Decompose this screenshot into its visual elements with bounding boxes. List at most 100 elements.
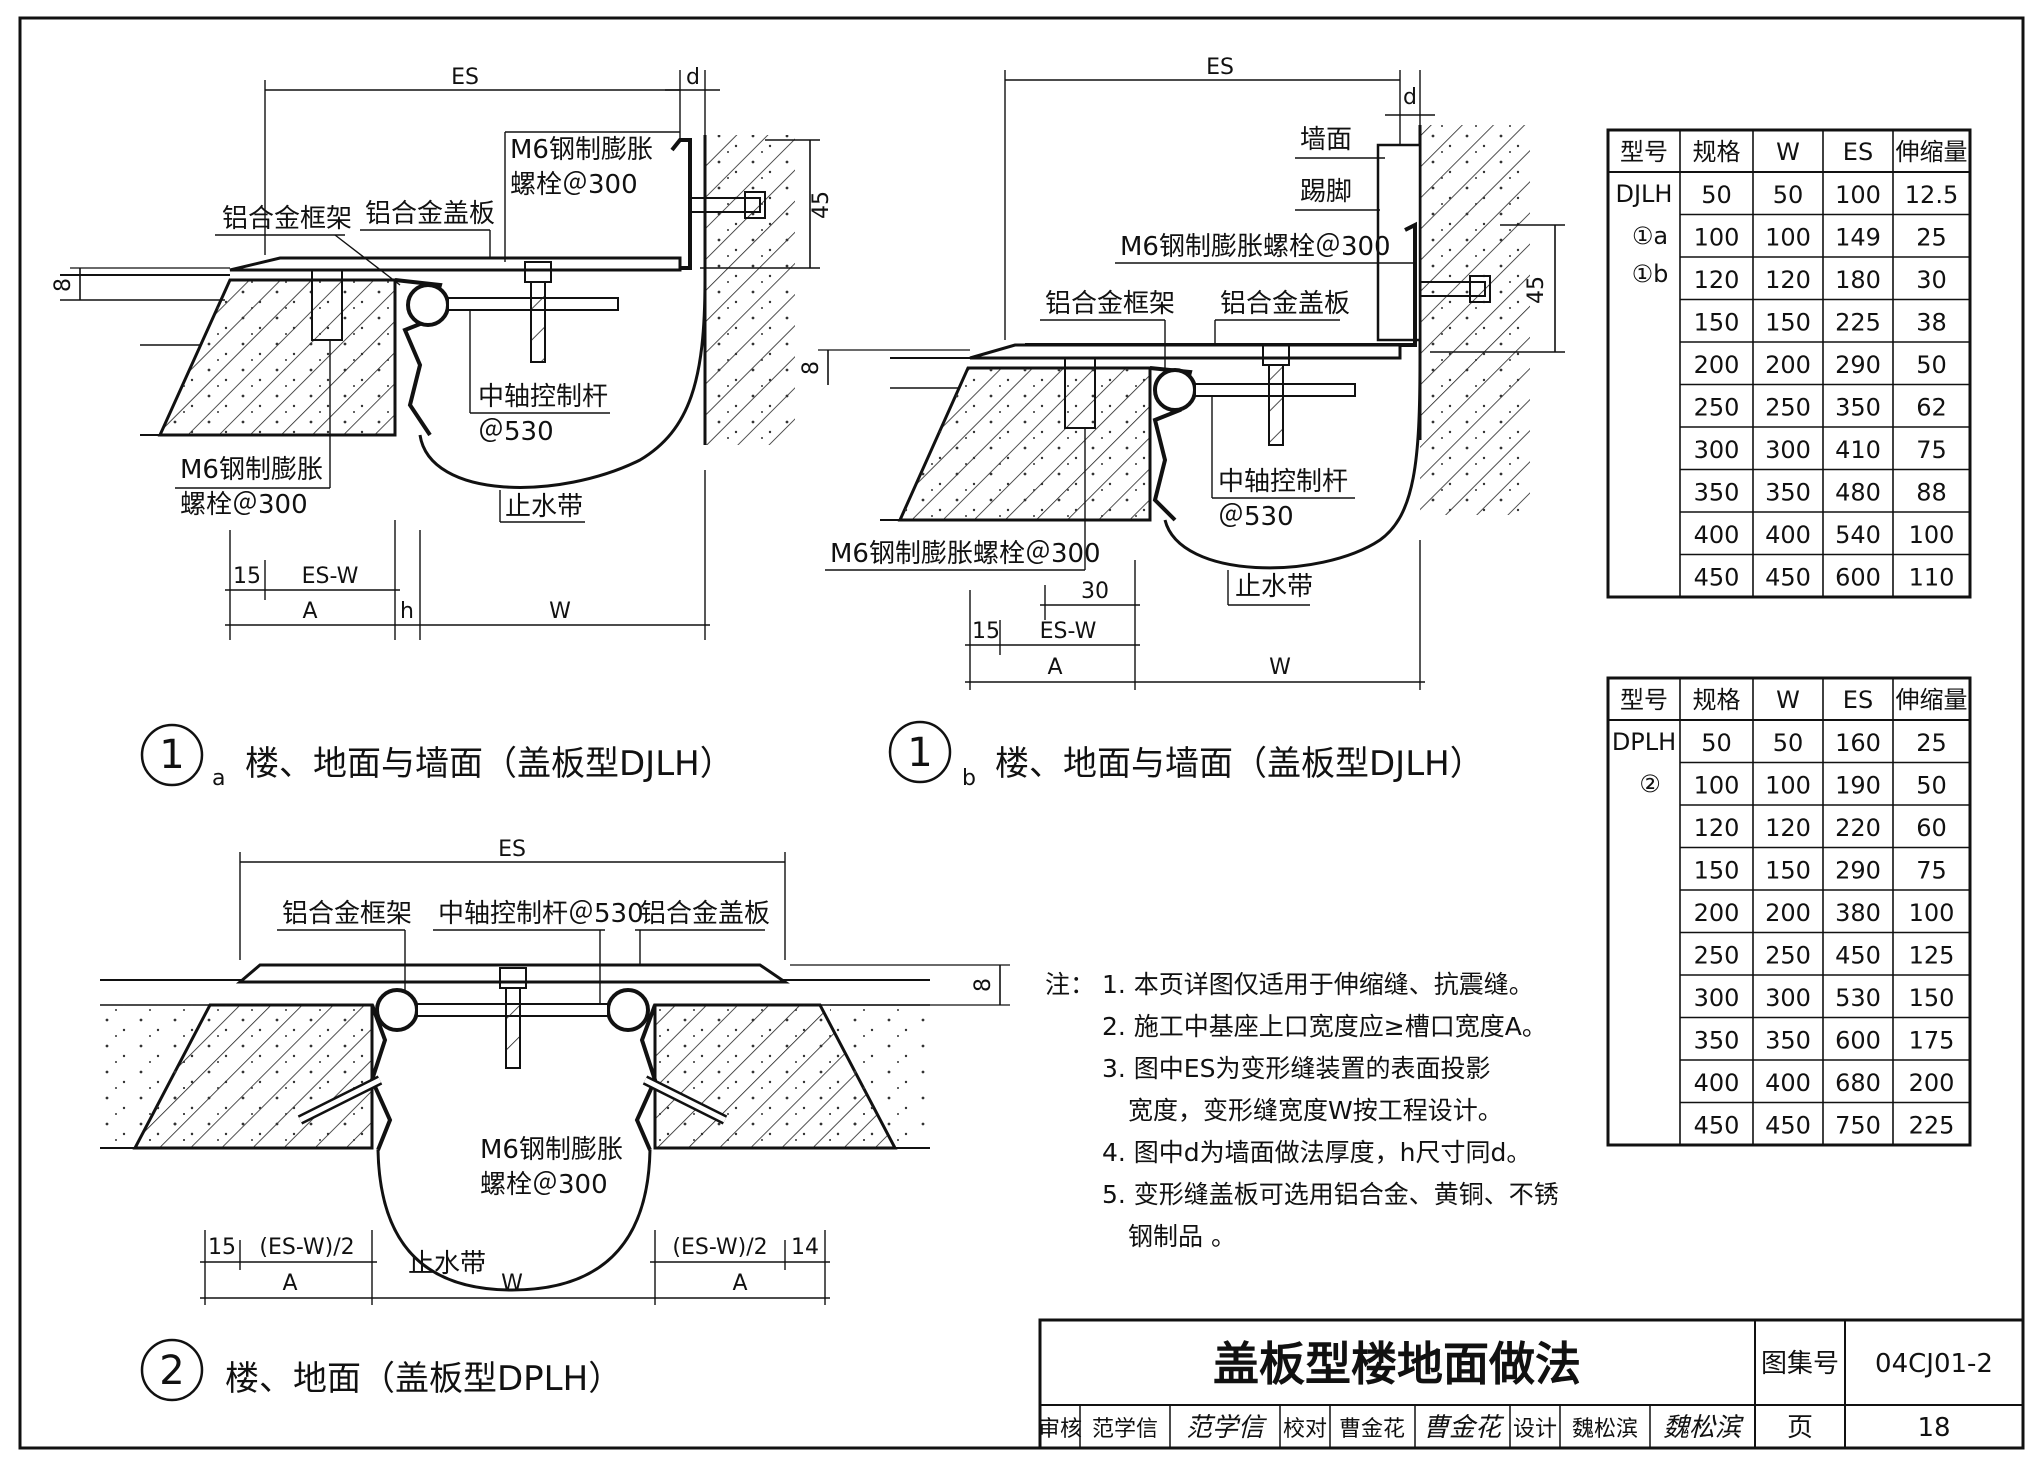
dim-30-1b: 30 bbox=[1081, 579, 1109, 604]
dim-es-1b: ES bbox=[1206, 55, 1234, 80]
caption-text-1b: 楼、地面与墙面（盖板型DJLH） bbox=[995, 744, 1484, 784]
table-header-cell: 型号 bbox=[1620, 686, 1668, 714]
table-cell: 350 bbox=[1694, 479, 1740, 507]
dim-a-1b: A bbox=[1047, 655, 1062, 680]
dim-a-1a: A bbox=[302, 599, 317, 624]
atlas-number: 04CJ01-2 bbox=[1875, 1349, 1993, 1379]
label-bolt-top-1a: M6钢制膨胀 bbox=[510, 135, 653, 165]
table-cell: 250 bbox=[1694, 942, 1740, 970]
table-cell: 180 bbox=[1835, 266, 1881, 294]
table-header-cell: 伸缩量 bbox=[1896, 686, 1968, 714]
label-bolt-bottom-1b: M6钢制膨胀螺栓＠300 bbox=[830, 539, 1101, 569]
table-cell: 110 bbox=[1909, 564, 1955, 592]
table-ref: ①b bbox=[1632, 260, 1669, 288]
table-cell: 400 bbox=[1765, 521, 1811, 549]
table-cell: 200 bbox=[1765, 899, 1811, 927]
label-frame-1a: 铝合金框架 bbox=[222, 204, 352, 234]
table-cell: 150 bbox=[1694, 857, 1740, 885]
dim-w-1b: W bbox=[1269, 655, 1291, 680]
table-cell: 350 bbox=[1765, 479, 1811, 507]
caption-text-2: 楼、地面（盖板型DPLH） bbox=[225, 1359, 622, 1399]
table-cell: 480 bbox=[1835, 479, 1881, 507]
caption-sub-1b: b bbox=[962, 766, 976, 791]
table-cell: 350 bbox=[1765, 1027, 1811, 1055]
label-rod-1b: 中轴控制杆 bbox=[1218, 467, 1348, 497]
dim-half-left-2: (ES-W)/2 bbox=[259, 1235, 354, 1260]
caption-num-1b: 1 bbox=[907, 730, 932, 776]
dim-es-w-1a: ES-W bbox=[302, 564, 359, 589]
note-line: 2. 施工中基座上口宽度应≥槽口宽度A。 bbox=[1102, 1012, 1547, 1041]
dim-15-1a: 15 bbox=[233, 564, 261, 589]
table-cell: 38 bbox=[1916, 309, 1947, 337]
table-cell: 200 bbox=[1694, 351, 1740, 379]
table-cell: 410 bbox=[1835, 436, 1881, 464]
table-cell: 250 bbox=[1765, 942, 1811, 970]
table-cell: 250 bbox=[1765, 394, 1811, 422]
detail-2: ES 8 15 (ES-W)/2 (ES-W)/2 14 A W A 铝合金框架… bbox=[100, 837, 1010, 1402]
label-frame-1b: 铝合金框架 bbox=[1045, 289, 1175, 319]
table-cell: 220 bbox=[1835, 814, 1881, 842]
table-cell: 12.5 bbox=[1905, 181, 1958, 209]
table-cell: 50 bbox=[1701, 181, 1732, 209]
label-waterstop-1a: 止水带 bbox=[505, 492, 583, 522]
table-cell: 600 bbox=[1835, 564, 1881, 592]
note-line: 钢制品 。 bbox=[1128, 1222, 1236, 1251]
label-waterstop-2: 止水带 bbox=[408, 1249, 486, 1279]
dim-d-1a: d bbox=[686, 65, 700, 90]
label-bolt-2-line2: 螺栓＠300 bbox=[480, 1170, 608, 1200]
label-bolt-bottom-1a-2: 螺栓＠300 bbox=[180, 490, 308, 520]
table-cell: 175 bbox=[1909, 1027, 1955, 1055]
dim-es-1a: ES bbox=[451, 65, 479, 90]
dim-es-2: ES bbox=[498, 837, 526, 862]
table-cell: 62 bbox=[1916, 394, 1947, 422]
table-cell: 250 bbox=[1694, 394, 1740, 422]
wall-bolt-1a bbox=[689, 197, 761, 213]
table-model: DJLH bbox=[1616, 180, 1673, 208]
table-cell: 60 bbox=[1916, 814, 1947, 842]
review-label: 审核 bbox=[1038, 1417, 1082, 1442]
table-header-cell: 规格 bbox=[1693, 686, 1741, 714]
sheet-border bbox=[18, 16, 2025, 1450]
dim-8-1b: 8 bbox=[799, 361, 824, 375]
table-cell: 540 bbox=[1835, 521, 1881, 549]
waterstop-2 bbox=[376, 1149, 652, 1292]
label-bolt-top-1b: M6钢制膨胀螺栓＠300 bbox=[1120, 232, 1391, 262]
label-bolt-top-1a-2: 螺栓＠300 bbox=[510, 170, 638, 200]
table-cell: 150 bbox=[1765, 857, 1811, 885]
notes-prefix: 注： bbox=[1045, 970, 1095, 999]
table-cell: 400 bbox=[1694, 521, 1740, 549]
check-label: 校对 bbox=[1283, 1417, 1327, 1442]
checker-name: 曹金花 bbox=[1339, 1417, 1405, 1442]
table-cell: 150 bbox=[1909, 984, 1955, 1012]
table-header-cell: W bbox=[1776, 138, 1800, 166]
table-cell: 100 bbox=[1909, 899, 1955, 927]
waterstop-1b bbox=[1163, 359, 1422, 570]
cover-plate-1b bbox=[969, 343, 1402, 360]
table-cell: 200 bbox=[1694, 899, 1740, 927]
label-bolt-2: M6钢制膨胀 bbox=[480, 1135, 623, 1165]
table-cell: 150 bbox=[1765, 309, 1811, 337]
table-cell: 100 bbox=[1765, 224, 1811, 252]
table-cell: 450 bbox=[1765, 1112, 1811, 1140]
table-cell: 50 bbox=[1773, 729, 1804, 757]
table-header-cell: 伸缩量 bbox=[1896, 138, 1968, 166]
label-wall-surface-1b: 墙面 bbox=[1300, 125, 1352, 155]
table-cell: 100 bbox=[1835, 181, 1881, 209]
table-cell: 350 bbox=[1835, 394, 1881, 422]
table-cell: 290 bbox=[1835, 351, 1881, 379]
note-line: 1. 本页详图仅适用于伸缩缝、抗震缝。 bbox=[1102, 970, 1534, 999]
caption-text-1a: 楼、地面与墙面（盖板型DJLH） bbox=[245, 744, 734, 784]
table-cell: 350 bbox=[1694, 1027, 1740, 1055]
table-cell: 25 bbox=[1916, 729, 1947, 757]
checker-signature: 曹金花 bbox=[1423, 1413, 1505, 1443]
table-header-cell: ES bbox=[1843, 138, 1873, 166]
table-cell: 50 bbox=[1916, 772, 1947, 800]
label-cover-1b: 铝合金盖板 bbox=[1220, 289, 1350, 319]
label-rod-1a: 中轴控制杆 bbox=[478, 382, 608, 412]
dim-w-2: W bbox=[501, 1271, 523, 1296]
cover-plate-1a bbox=[229, 256, 682, 272]
table-cell: 100 bbox=[1909, 521, 1955, 549]
dim-a-left-2: A bbox=[282, 1271, 297, 1296]
